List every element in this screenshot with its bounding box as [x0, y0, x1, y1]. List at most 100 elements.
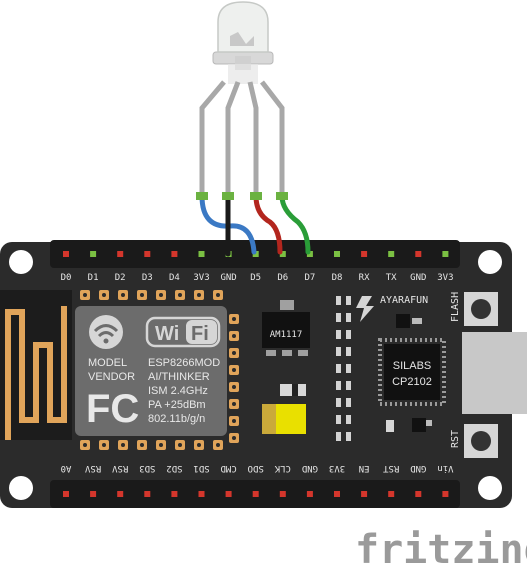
pcb-antenna: [5, 306, 67, 440]
pin-d7: [306, 251, 313, 257]
ism-text: ISM 2.4GHz: [148, 385, 208, 397]
smd-pad: [336, 364, 341, 373]
small-components: [386, 418, 432, 432]
usb-uart-chip: SILABS CP2102: [378, 338, 446, 406]
pin-label: 3V3: [437, 273, 453, 283]
brand-logo: AYARAFUN: [356, 295, 428, 322]
mount-hole: [478, 250, 502, 274]
wire-d6: [253, 193, 283, 255]
pin-sdo: [252, 491, 259, 497]
pin-3v3: [198, 251, 205, 257]
smd-pad: [336, 296, 341, 305]
smd-pad: [336, 347, 341, 356]
pin-label: D4: [169, 273, 180, 283]
chip-line2: CP2102: [392, 376, 432, 388]
flash-label: FLASH: [450, 292, 461, 322]
pin-label: D8: [332, 273, 343, 283]
pin-d6: [279, 251, 286, 257]
pin-label: D1: [88, 273, 99, 283]
wire-d7: [279, 193, 311, 255]
mount-hole: [9, 476, 33, 500]
pin-d4: [171, 251, 178, 257]
pin-label: 3V3: [329, 463, 345, 473]
smd-pad: [336, 415, 341, 424]
pin-gnd: [415, 251, 422, 257]
wifi-circle-logo: [89, 315, 123, 349]
diode: [280, 384, 306, 396]
smd-pad: [346, 364, 351, 373]
svg-text:Fi: Fi: [191, 323, 209, 345]
pin-label: CMD: [220, 463, 236, 473]
smd-pad: [346, 330, 351, 339]
pin-d8: [334, 251, 340, 257]
fritzing-watermark: fritzing: [355, 527, 527, 573]
pin-label: CLK: [274, 463, 291, 473]
pin-label: RSV: [111, 463, 128, 473]
pin-label: D0: [61, 273, 72, 283]
pin-label: SD1: [193, 463, 209, 473]
pin-rx: [361, 251, 368, 257]
transistor: [396, 314, 422, 328]
rgb-led: [212, 1, 274, 84]
pin-rsv: [90, 491, 97, 497]
pin-sd3: [144, 491, 151, 497]
pin-label: SD3: [139, 463, 155, 473]
fc-logo: FC: [86, 387, 139, 431]
capacitor: [262, 404, 306, 434]
reset-button[interactable]: [464, 424, 498, 458]
regulator-label: AM1117: [270, 330, 303, 340]
chip-line1: SILABS: [393, 360, 432, 372]
smd-pad: [336, 432, 341, 441]
pin-label: GND: [410, 463, 426, 473]
smd-pad: [346, 398, 351, 407]
pin-label: 3V3: [193, 273, 209, 283]
brand-text: AYARAFUN: [380, 295, 428, 306]
voltage-regulator: AM1117: [262, 300, 310, 356]
pin-vin: [442, 491, 449, 497]
pin-d5: [252, 251, 259, 257]
pin-a0: [63, 491, 69, 497]
pin-3v3: [442, 251, 449, 257]
pin-label: RST: [382, 463, 399, 473]
smd-pad: [336, 313, 341, 322]
pin-label: D5: [250, 273, 261, 283]
pin-gnd: [306, 491, 313, 497]
reset-label: RST: [450, 430, 461, 448]
pin-label: D6: [277, 273, 288, 283]
vendor-name: AI/THINKER: [148, 371, 210, 383]
pin-clk: [279, 491, 286, 497]
smd-pad: [346, 381, 351, 390]
pin-label: RX: [359, 273, 370, 283]
pin-label: D3: [142, 273, 153, 283]
smd-pad: [346, 415, 351, 424]
pin-label: Vin: [437, 463, 453, 473]
smd-pad: [336, 330, 341, 339]
pin-en: [361, 491, 368, 497]
smd-pad: [336, 381, 341, 390]
pin-3v3: [334, 491, 340, 497]
pin-tx: [388, 251, 395, 257]
flash-button[interactable]: [464, 292, 498, 326]
pin-label: RSV: [84, 463, 101, 473]
jumper-wires: [199, 193, 311, 257]
pin-label: A0: [61, 463, 72, 473]
micro-usb-port: [462, 332, 527, 414]
pin-label: GND: [220, 273, 236, 283]
mount-hole: [478, 476, 502, 500]
wire-ends: [196, 192, 288, 200]
model-name: ESP8266MOD: [148, 357, 220, 369]
pin-d0: [63, 251, 69, 257]
smd-pad: [346, 296, 351, 305]
smd-pad: [346, 347, 351, 356]
mount-hole: [9, 250, 33, 274]
pin-label: EN: [359, 463, 370, 473]
smd-pad: [346, 432, 351, 441]
pin-d3: [144, 251, 151, 257]
model-label: MODEL: [88, 357, 127, 369]
pin-d1: [90, 251, 97, 257]
pin-label: D2: [115, 273, 126, 283]
pin-sd2: [171, 491, 178, 497]
pin-label: D7: [304, 273, 315, 283]
pin-rsv: [117, 491, 124, 497]
